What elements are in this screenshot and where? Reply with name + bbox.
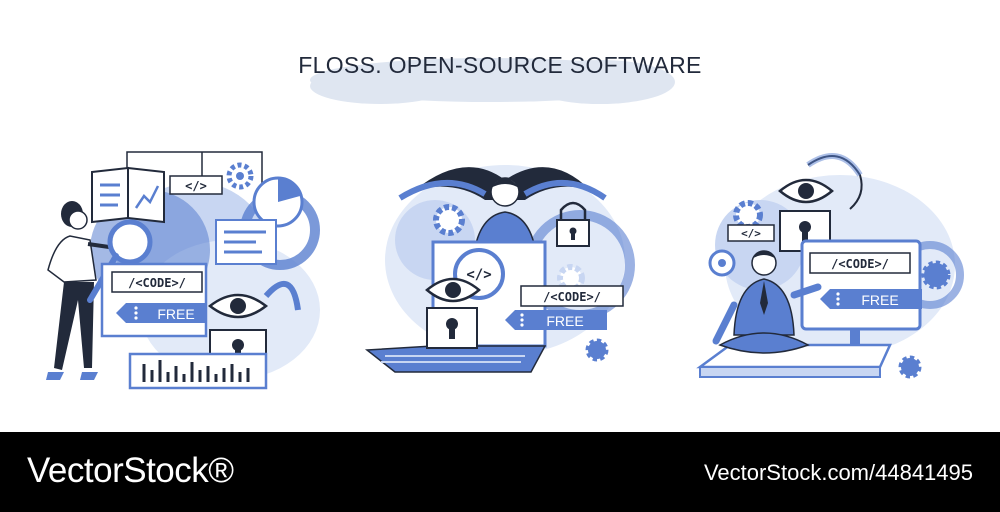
eye-icon — [778, 178, 834, 204]
scene-center-laptop-access: </> /<CODE>/ FREE — [364, 165, 635, 373]
open-book-icon — [91, 166, 165, 224]
eye-icon — [425, 277, 481, 303]
gear-icon — [226, 162, 254, 190]
free-label: FREE — [861, 292, 898, 308]
pie-chart-icon — [252, 176, 304, 228]
code-tag-text: </> — [741, 227, 761, 240]
image-id-text: VectorStock.com/44841495 — [703, 460, 973, 485]
eye-icon — [207, 280, 301, 319]
code-tag-text: </> — [185, 179, 207, 193]
audio-waveform-panel — [128, 352, 268, 390]
scene-right-meditating-developer: </> /<CODE>/ FREE — [696, 153, 964, 379]
gear-icon — [585, 338, 609, 362]
brand-logo-text: VectorStock® — [27, 451, 234, 490]
refresh-arrow-icon — [806, 153, 863, 210]
code-free-panel: /<CODE>/ FREE — [100, 262, 208, 338]
code-label: /<CODE>/ — [128, 276, 186, 290]
gear-icon — [708, 200, 951, 379]
code-tag-badge: </> — [727, 224, 775, 242]
watermark-footer: VectorStock® VectorStock.com/44841495 — [0, 432, 1000, 512]
title-cloud-blob — [310, 58, 675, 104]
scene-left-code-inspection: </> /<CODE>/ — [46, 151, 320, 390]
platform — [696, 343, 892, 378]
free-label: FREE — [157, 306, 194, 322]
code-tag-text: </> — [466, 267, 491, 283]
free-label-bar: FREE — [505, 310, 607, 330]
page-title: FLOSS. OPEN-SOURCE SOFTWARE — [298, 52, 702, 78]
free-label: FREE — [546, 313, 583, 329]
code-tag-badge: </> — [169, 175, 223, 195]
code-label-bar: /<CODE>/ — [520, 285, 624, 307]
document-window-icon — [215, 219, 277, 265]
padlock-icon — [556, 201, 590, 247]
meditating-man — [712, 250, 822, 354]
woman-with-magnifier — [46, 201, 153, 380]
code-label: /<CODE>/ — [831, 257, 889, 271]
code-label: /<CODE>/ — [543, 290, 601, 304]
keyhole-box — [426, 307, 478, 349]
